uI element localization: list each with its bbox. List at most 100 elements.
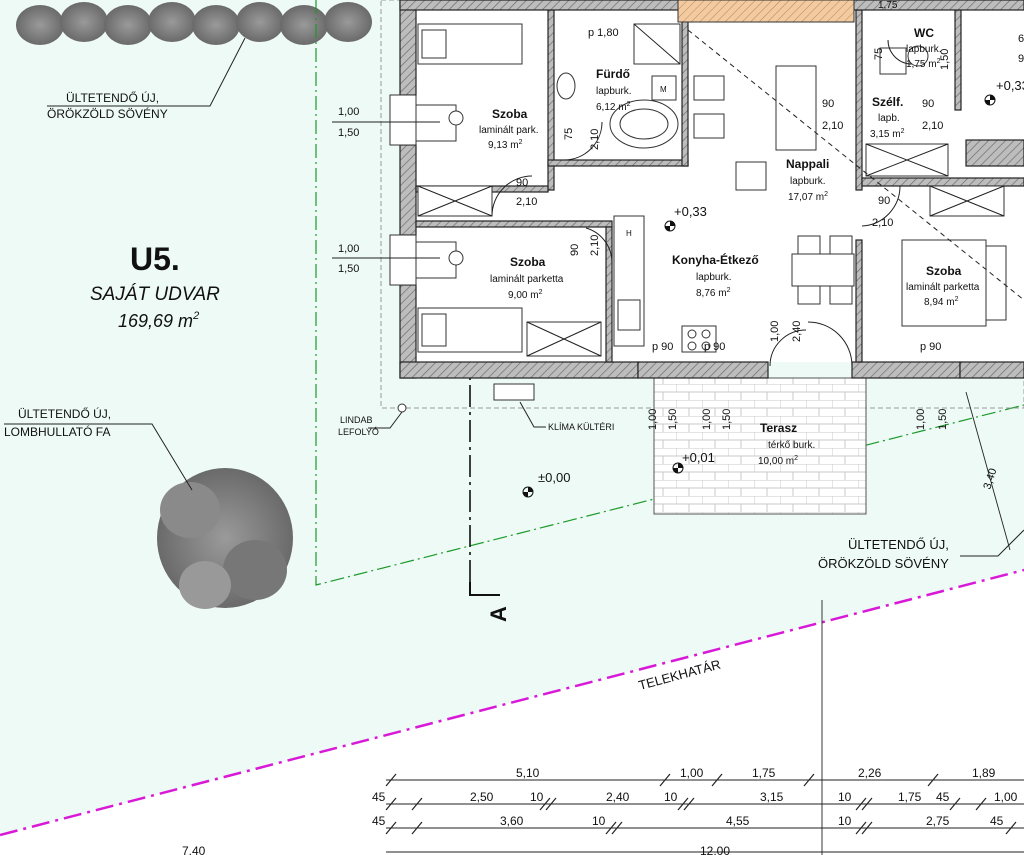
- hedge-right-label-1: ÜLTETENDŐ ÚJ,: [848, 537, 949, 552]
- wc-top-value: 1,75: [878, 0, 898, 11]
- hedge-right-label-2: ÖRÖKZÖLD SÖVÉNY: [818, 556, 949, 571]
- downpipe-leader: [368, 411, 403, 429]
- hedge-top-label-1: ÜLTETENDŐ ÚJ,: [66, 90, 159, 105]
- room-area-wc: 1,75 m2: [906, 58, 941, 70]
- door2-height: 2,10: [822, 120, 843, 132]
- room-labels: Fürdő lapburk. 6,12 m2 Szoba laminált pa…: [479, 26, 980, 467]
- dim-r1-3: 2,26: [858, 766, 882, 780]
- win2-height: 1,50: [338, 263, 359, 275]
- wc-side-b: 9: [1018, 53, 1024, 65]
- dim-r2-3: 2,40: [606, 790, 630, 804]
- dim-r2-8: 45: [936, 790, 950, 804]
- room-name-nappali: Nappali: [786, 157, 829, 171]
- tree-symbol: [157, 468, 293, 609]
- outside-plot: [0, 570, 1024, 855]
- dim-r3-6: 45: [990, 814, 1004, 828]
- window-p90-b: p 90: [704, 341, 725, 353]
- room-name-szoba1: Szoba: [492, 107, 528, 121]
- level-ground: ±0,00: [538, 470, 570, 485]
- win2-width: 1,00: [338, 243, 359, 255]
- downpipe-label-1: LINDAB: [340, 415, 373, 425]
- dim-r3-3: 4,55: [726, 814, 750, 828]
- room-area-szoba2: 9,00 m2: [508, 289, 543, 301]
- level-interior: +0,33: [674, 204, 707, 219]
- dim-r2-1: 2,50: [470, 790, 494, 804]
- room-finish-szoba2: laminált parketta: [490, 274, 564, 285]
- hedge-line: [315, 0, 1024, 586]
- section-label: A: [486, 606, 511, 622]
- dim-row-4: 7,40 12,00: [182, 844, 730, 855]
- dim-r1-4: 1,89: [972, 766, 996, 780]
- door9-width: 90: [569, 244, 581, 256]
- hedge-top-bushes: [16, 2, 372, 45]
- window-p90-a: p 90: [652, 341, 673, 353]
- room-finish-konyha: lapburk.: [696, 272, 732, 283]
- door3-width: 90: [922, 98, 934, 110]
- dim-r1-0: 5,10: [516, 766, 540, 780]
- room-finish-szoba1: laminált park.: [479, 125, 538, 136]
- room-finish-nappali: lapburk.: [790, 176, 826, 187]
- fixture-m-label: M: [660, 85, 667, 94]
- dim-r3-0: 45: [372, 814, 386, 828]
- wc-window-height: 1,50: [939, 49, 951, 70]
- room-name-furdo: Fürdő: [596, 67, 630, 81]
- dim-r2-2: 10: [530, 790, 544, 804]
- dim-r2-7: 1,75: [898, 790, 922, 804]
- room-name-wc: WC: [914, 26, 934, 40]
- dim-row-2: 45 2,50 10 2,40 10 3,15 10 1,75 45 1,00: [372, 790, 1018, 804]
- room-finish-wc: lapburk.: [906, 44, 942, 55]
- dim-r1-2: 1,75: [752, 766, 776, 780]
- yard-name: SAJÁT UDVAR: [90, 284, 220, 305]
- door7-height: 2,40: [791, 321, 803, 342]
- ac-label: KLÍMA KÜLTÉRI: [548, 422, 614, 432]
- wc-side-a: 6: [1018, 33, 1024, 45]
- room-area-konyha: 8,76 m2: [696, 287, 731, 299]
- terrace-paving: [653, 377, 867, 515]
- room-area-terasz: 10,00 m2: [758, 455, 798, 467]
- dim-row-1: 5,10 1,00 1,75 2,26 1,89: [516, 766, 996, 780]
- door2-width: 90: [822, 98, 834, 110]
- yard-area-value: 169,69 m2: [118, 310, 199, 331]
- dim-r3-5: 2,75: [926, 814, 950, 828]
- room-finish-furdo: lapburk.: [596, 86, 632, 97]
- room-finish-szelf: lapb.: [878, 113, 900, 124]
- dim-r2-5: 3,15: [760, 790, 784, 804]
- dimension-chains: [385, 600, 1024, 855]
- window-p180: p 1,80: [588, 27, 619, 39]
- room-name-terasz: Terasz: [760, 421, 797, 435]
- room-area-furdo: 6,12 m2: [596, 101, 631, 113]
- room-finish-szoba3: laminált parketta: [906, 282, 980, 293]
- ac-leader: [519, 401, 546, 428]
- property-boundary-line: [0, 568, 1024, 837]
- dim-r2-4: 10: [664, 790, 678, 804]
- door4-width: 90: [878, 195, 890, 207]
- room-area-nappali: 17,07 m2: [788, 191, 828, 203]
- dim-r3-4: 10: [838, 814, 852, 828]
- room-area-szoba1: 9,13 m2: [488, 139, 523, 151]
- downpipe-label-2: LEFOLYÓ: [338, 427, 379, 437]
- wc-door-width: 75: [873, 48, 885, 60]
- door7-width: 1,00: [769, 321, 781, 342]
- fixture-h-label: H: [626, 229, 632, 238]
- hedge-top-label-2: ÖRÖKZÖLD SÖVÉNY: [47, 106, 168, 121]
- dim-r2-6: 10: [838, 790, 852, 804]
- room-name-szoba2: Szoba: [510, 255, 546, 269]
- right-window-width: 1,00: [915, 409, 927, 430]
- opening-dims: 90 2,10 90 2,10 90 2,10 90 2,10 75 2,10 …: [516, 0, 1024, 551]
- dim-r1-1: 1,00: [680, 766, 704, 780]
- section-marker: [469, 582, 500, 596]
- door4-height: 2,10: [872, 217, 893, 229]
- room-name-szelf: Szélf.: [872, 95, 903, 109]
- tree-label-1: ÜLTETENDŐ ÚJ,: [18, 406, 111, 421]
- dim-r4-1: 12,00: [700, 844, 730, 855]
- terrace-dim-2: 1,50: [667, 409, 679, 430]
- dim-r3-2: 10: [592, 814, 606, 828]
- terrace-dim-4: 1,50: [721, 409, 733, 430]
- room-name-szoba3: Szoba: [926, 264, 962, 278]
- right-window-height: 1,50: [937, 409, 949, 430]
- level-markers: [522, 94, 996, 498]
- dim-r2-9: 1,00: [994, 790, 1018, 804]
- door9-height: 2,10: [589, 235, 601, 256]
- level-terrace: +0,01: [682, 450, 715, 465]
